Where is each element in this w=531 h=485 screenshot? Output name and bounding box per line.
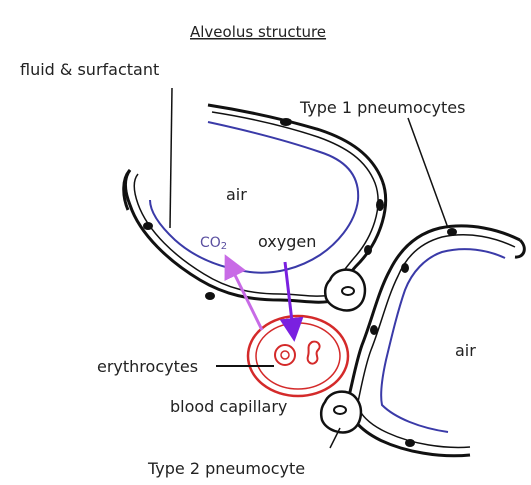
erythrocyte-cells [275,342,320,365]
label-blood-capillary: blood capillary [170,397,287,416]
label-air-left: air [226,185,247,204]
label-type2-pneumocyte: Type 2 pneumocyte [147,459,305,478]
label-co2: CO2 [200,235,227,252]
title: Alveolus structure [190,23,326,41]
right-alveolus-wall-outer [348,226,520,456]
right-wall-cells [370,228,457,447]
label-co2-subscript: 2 [221,241,227,252]
label-type1-pneumocytes: Type 1 pneumocytes [299,98,465,117]
right-alveolus-fluid-line [381,249,505,432]
blood-capillary [248,316,348,396]
right-alveolus-wall-inner [358,235,515,448]
oxygen-arrow [285,262,293,330]
label-air-right: air [455,341,476,360]
label-fluid-surfactant: fluid & surfactant [20,60,159,79]
type1-pointer-line [408,118,448,228]
type2-pneumocyte-lower [321,392,361,433]
type2-pneumocyte-upper [325,270,365,311]
fluid-pointer-line [170,88,172,228]
label-co2-base: CO [200,235,221,251]
label-oxygen: oxygen [258,232,316,251]
label-erythrocytes: erythrocytes [97,357,198,376]
right-wall-curl [515,240,524,257]
left-alveolus-fluid-line [150,122,358,273]
